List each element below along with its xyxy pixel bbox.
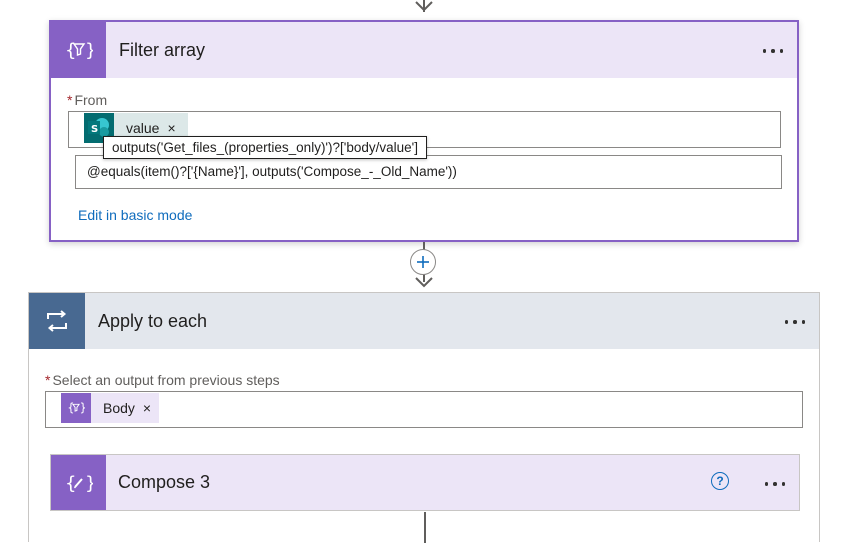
filter-array-icon-box: { } (51, 22, 106, 78)
apply-to-each-icon-box (29, 293, 85, 349)
help-button[interactable]: ? (711, 472, 729, 490)
condition-expression-text: @equals(item()?['{Name}'], outputs('Comp… (87, 164, 457, 179)
compose-3-icon-box: { } (51, 455, 106, 510)
help-icon: ? (716, 474, 724, 488)
svg-text:{: { (65, 473, 76, 494)
compose-icon: { } (65, 473, 93, 494)
apply-to-each-title: Apply to each (98, 310, 208, 331)
apply-to-each-more-options-button[interactable] (784, 320, 805, 324)
select-output-label: *Select an output from previous steps (45, 372, 280, 388)
bottom-connector-line (424, 512, 426, 543)
svg-text:S: S (91, 124, 98, 135)
arrow-down-icon (415, 277, 433, 288)
svg-text:{: { (67, 402, 74, 415)
body-token-remove-button[interactable]: × (142, 400, 152, 416)
arrow-down-icon (415, 1, 433, 12)
filter-array-header[interactable]: { } Filter array (51, 22, 797, 78)
from-label: *From (67, 92, 107, 108)
sharepoint-icon: S (84, 113, 114, 143)
from-token-remove-button[interactable]: × (167, 120, 176, 136)
filter-array-title: Filter array (119, 39, 206, 60)
filter-array-icon: { } (65, 40, 93, 61)
select-output-required-marker: * (45, 372, 51, 388)
from-token-label: value (126, 120, 160, 136)
compose-3-card[interactable]: { } Compose 3 ? (50, 454, 800, 511)
body-token-label: Body (103, 400, 135, 416)
plus-icon (417, 256, 429, 268)
compose-3-more-options-button[interactable] (764, 482, 785, 486)
body-token[interactable]: { } Body × (61, 393, 160, 423)
from-required-marker: * (67, 92, 73, 108)
svg-text:{: { (65, 40, 76, 61)
filter-array-icon: { } (67, 402, 85, 415)
compose-3-title: Compose 3 (118, 472, 211, 492)
apply-to-each-header[interactable]: Apply to each (29, 293, 819, 349)
svg-text:}: } (85, 40, 93, 61)
top-connector-line (423, 0, 425, 12)
compose-3-header[interactable]: { } Compose 3 ? (51, 455, 799, 510)
select-output-label-text: Select an output from previous steps (52, 372, 280, 388)
apply-to-each-card[interactable]: Apply to each *Select an output from pre… (28, 292, 820, 543)
add-step-button[interactable] (410, 249, 436, 275)
svg-text:}: } (80, 402, 85, 415)
svg-text:}: } (85, 473, 93, 494)
token-tooltip: outputs('Get_files_(properties_only)')?[… (103, 136, 427, 159)
loop-icon (47, 310, 67, 332)
edit-in-basic-mode-link[interactable]: Edit in basic mode (78, 207, 193, 223)
condition-expression-input[interactable]: @equals(item()?['{Name}'], outputs('Comp… (75, 155, 782, 189)
select-output-input[interactable]: { } Body × (45, 391, 803, 428)
from-label-text: From (74, 92, 108, 108)
filter-array-icon-box: { } (61, 393, 91, 423)
filter-array-card[interactable]: { } Filter array *From S value × (49, 20, 799, 242)
filter-array-more-options-button[interactable] (762, 49, 783, 53)
